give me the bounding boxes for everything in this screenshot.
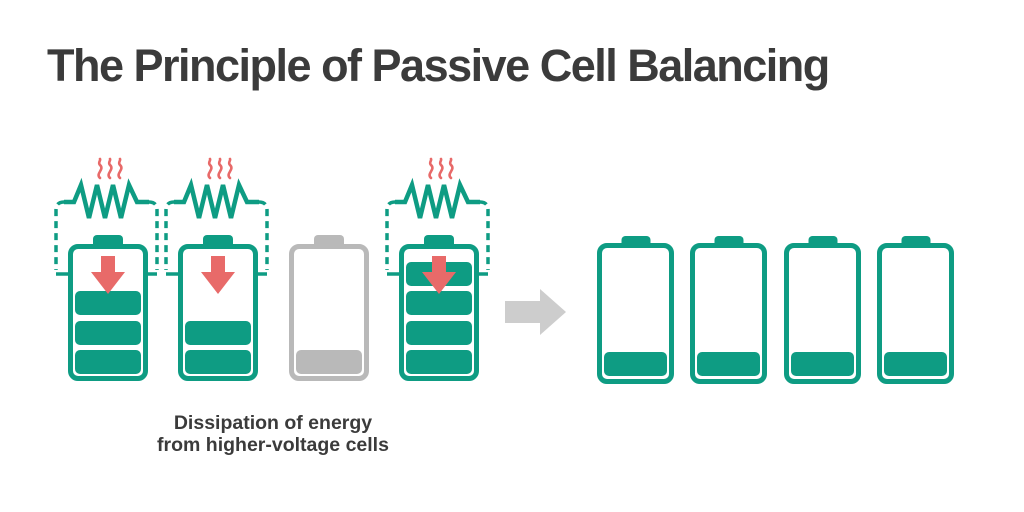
battery-cap — [621, 236, 650, 244]
heat-waves-icon — [428, 157, 454, 180]
battery-cap — [714, 236, 743, 244]
charge-bar — [185, 320, 251, 345]
transition-right-arrow-icon — [505, 289, 566, 335]
charge-bar — [697, 352, 760, 376]
battery-cap — [901, 236, 930, 244]
charge-bar — [791, 352, 854, 376]
charge-bar — [406, 320, 472, 345]
battery-balanced-cell-2 — [690, 236, 767, 384]
battery-cell-4 — [385, 157, 490, 381]
bleed-resistor-circuit-icon — [385, 157, 490, 276]
charge-bar — [884, 352, 947, 376]
battery-cap — [424, 235, 454, 244]
heat-waves-icon — [97, 157, 123, 180]
caption-line-2: from higher-voltage cells — [157, 434, 389, 456]
heat-waves-icon — [207, 157, 233, 180]
battery-cell-3 — [289, 235, 369, 381]
battery-cap — [203, 235, 233, 244]
battery-cap — [314, 235, 344, 244]
bleed-resistor-circuit-icon — [54, 157, 159, 276]
charge-bar — [75, 291, 141, 315]
discharge-arrow-icon — [201, 256, 235, 294]
charge-bar — [406, 291, 472, 315]
battery-cap — [93, 235, 123, 244]
battery-balanced-cell-3 — [784, 236, 861, 384]
caption: Dissipation of energy from higher-voltag… — [58, 412, 488, 456]
caption-line-1: Dissipation of energy — [173, 412, 373, 434]
battery-balanced-cell-1 — [597, 236, 674, 384]
discharge-arrow-icon — [422, 256, 456, 294]
page-title: The Principle of Passive Cell Balancing — [47, 40, 830, 91]
charge-bar — [75, 320, 141, 345]
charge-bar — [406, 350, 472, 374]
charge-bar — [75, 350, 141, 374]
battery-cap — [808, 236, 837, 244]
bleed-resistor-circuit-icon — [164, 157, 269, 276]
battery-balanced-cell-4 — [877, 236, 954, 384]
battery-cell-2 — [164, 157, 269, 381]
battery-cell-1 — [54, 157, 159, 381]
charge-bar — [604, 352, 667, 376]
discharge-arrow-icon — [91, 256, 125, 294]
charge-bar — [296, 350, 362, 374]
charge-bar — [185, 350, 251, 374]
